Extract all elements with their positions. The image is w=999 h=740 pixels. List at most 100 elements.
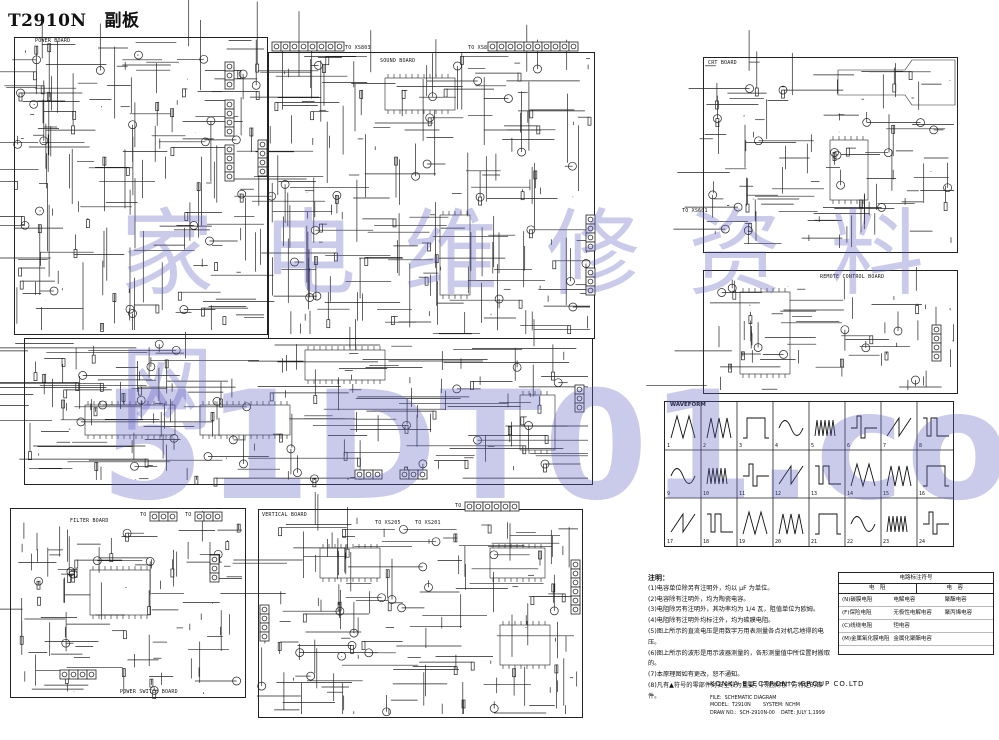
schematic-trace xyxy=(19,280,24,290)
crt-board-label: CRT BOARD xyxy=(708,60,737,66)
schematic-trace xyxy=(533,170,538,180)
schematic-trace xyxy=(32,55,41,65)
schematic-trace xyxy=(561,593,566,603)
schematic-trace xyxy=(28,451,32,461)
schematic-trace xyxy=(572,561,579,568)
schematic-trace xyxy=(933,353,940,360)
schematic-trace xyxy=(261,606,268,613)
schematic-trace xyxy=(549,606,559,616)
schematic-trace xyxy=(576,395,583,402)
schematic-trace xyxy=(554,664,559,674)
schematic-trace xyxy=(18,92,23,102)
schematic-trace xyxy=(470,381,474,390)
schematic-trace xyxy=(79,671,86,678)
schematic-trace xyxy=(293,468,302,478)
schematic-trace xyxy=(160,513,167,520)
schematic-trace xyxy=(572,588,579,595)
schematic-trace xyxy=(489,704,499,713)
schematic-trace xyxy=(225,541,230,550)
schematic-trace xyxy=(392,218,397,228)
schematic-trace xyxy=(226,128,233,135)
schematic-trace xyxy=(29,99,39,109)
schematic-trace xyxy=(359,90,364,99)
schematic-trace xyxy=(164,359,169,369)
schematic-trace xyxy=(561,43,568,50)
schematic-trace xyxy=(154,339,164,349)
waveform-cell: 18 xyxy=(703,539,709,545)
schematic-trace xyxy=(74,559,79,569)
waveform-cell: 14 xyxy=(847,491,853,497)
legend-cell: 钽电容 xyxy=(893,623,910,629)
schematic-trace xyxy=(342,528,346,538)
schematic-trace xyxy=(125,532,129,542)
schematic-trace xyxy=(473,76,483,86)
schematic-trace xyxy=(397,603,406,613)
schematic-trace xyxy=(572,570,579,577)
schematic-trace xyxy=(518,299,523,309)
title-block: FILE: SCHEMATIC DIAGRAM MODEL: T2910N SY… xyxy=(710,695,825,717)
schematic-trace xyxy=(439,214,471,296)
schematic-trace xyxy=(310,111,314,121)
schematic-trace xyxy=(259,141,266,148)
schematic-trace xyxy=(145,557,155,566)
schematic-trace xyxy=(915,305,919,314)
schematic-trace xyxy=(538,550,542,560)
schematic-trace xyxy=(196,513,203,520)
schematic-trace xyxy=(226,81,233,88)
waveform-cell xyxy=(814,419,836,437)
schematic-trace xyxy=(460,55,464,65)
schematic-trace xyxy=(322,64,326,73)
schematic-trace xyxy=(753,343,763,352)
schematic-trace xyxy=(754,87,759,97)
connector-label: TO XS601 xyxy=(682,208,708,214)
schematic-trace xyxy=(251,80,261,90)
legend-cell: 电解电容 xyxy=(893,597,916,603)
date-label: DATE: xyxy=(780,710,796,716)
model-value: T2910N xyxy=(732,703,751,709)
remote-control-board xyxy=(703,270,958,394)
schematic-trace xyxy=(419,471,426,478)
system-value: NCHM xyxy=(785,703,800,709)
schematic-trace xyxy=(194,475,199,485)
company-name: KONKA ELECTRONIC GROUP CO.LTD xyxy=(710,680,865,688)
schematic-trace xyxy=(933,344,940,351)
schematic-trace xyxy=(520,416,525,426)
schematic-trace xyxy=(470,661,475,671)
waveform-cell: 12 xyxy=(775,491,781,497)
schematic-trace xyxy=(39,136,49,146)
note-item: (6)图上所示的波形是用示波器测量的，各形测量值中所位置时搬取的。 xyxy=(648,649,831,668)
waveform-cell: 7 xyxy=(883,443,886,449)
schematic-trace xyxy=(222,316,227,325)
schematic-trace xyxy=(238,69,248,79)
schematic-trace xyxy=(226,101,233,108)
schematic-trace xyxy=(337,601,342,611)
schematic-trace xyxy=(267,191,276,201)
schematic-trace xyxy=(89,569,151,616)
schematic-trace xyxy=(543,43,550,50)
schematic-trace xyxy=(237,189,247,199)
schematic-trace xyxy=(239,193,244,203)
schematic-trace xyxy=(95,66,105,75)
schematic-trace xyxy=(214,262,218,271)
schematic-trace xyxy=(576,404,583,411)
schematic-trace xyxy=(236,523,241,533)
legend-cell: (N)碳膜电阻 xyxy=(842,597,873,603)
schematic-trace xyxy=(149,686,159,695)
schematic-trace xyxy=(226,155,233,162)
schematic-trace xyxy=(526,225,536,235)
schematic-trace xyxy=(201,137,210,147)
waveform-cell xyxy=(923,465,949,487)
schematic-trace xyxy=(410,471,417,478)
schematic-trace xyxy=(365,471,372,478)
schematic-trace xyxy=(335,606,345,616)
waveform-cell: 2 xyxy=(703,443,706,449)
schematic-trace xyxy=(259,159,266,166)
filter-board xyxy=(10,508,246,698)
schematic-trace xyxy=(422,159,432,169)
schematic-trace xyxy=(182,88,186,98)
schematic-trace xyxy=(249,127,254,137)
schematic-trace xyxy=(489,43,496,50)
schematic-trace xyxy=(587,116,592,126)
schematic-trace xyxy=(537,404,542,414)
schematic-trace xyxy=(232,676,241,686)
